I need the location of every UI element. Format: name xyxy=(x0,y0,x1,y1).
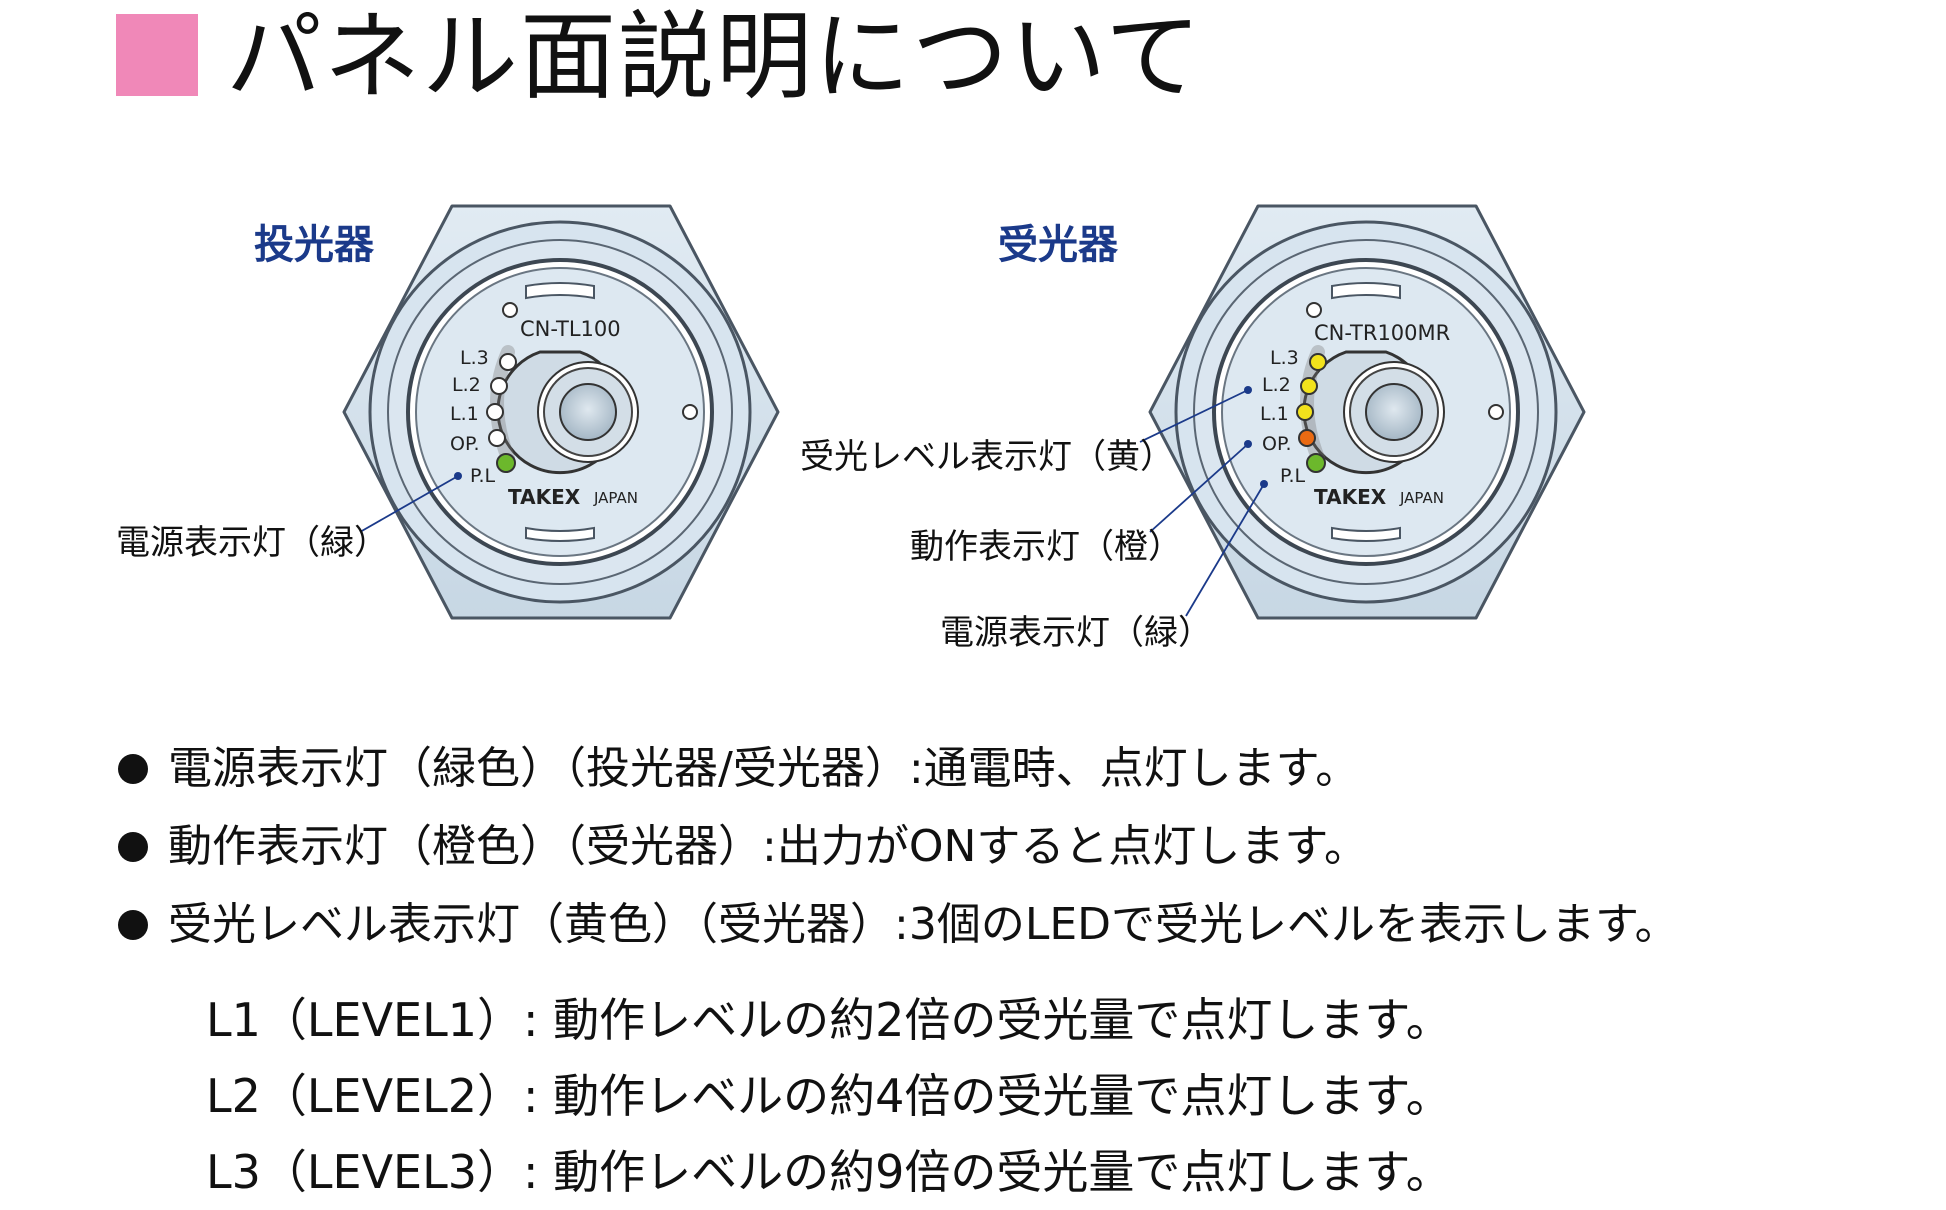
emitter-model-label: CN-TL100 xyxy=(520,317,621,341)
receiver-unit: 受光器 CN-TR100MR L.3 L.2 L.1 OP. P.L TAKEX… xyxy=(800,204,1586,653)
receiver-callout-op: 動作表示灯（橙） xyxy=(910,527,1182,567)
receiver-callout-line-level xyxy=(1139,389,1249,443)
receiver-led-label-l2: L.2 xyxy=(1262,374,1291,396)
bullet-text-level: 受光レベル表示灯（黄色）（受光器）:3個のLEDで受光レベルを表示します。 xyxy=(168,899,1679,950)
emitter-led-pl xyxy=(496,453,516,473)
receiver-led-label-l3: L.3 xyxy=(1270,347,1299,369)
receiver-callout-line-op xyxy=(1149,443,1249,533)
receiver-led-op xyxy=(1298,429,1316,447)
emitter-led-label-l2: L.2 xyxy=(452,374,481,396)
list-item: 受光レベル表示灯（黄色）（受光器）:3個のLEDで受光レベルを表示します。 xyxy=(118,886,1679,964)
emitter-heading: 投光器 xyxy=(254,222,375,268)
receiver-callout-line-power xyxy=(1185,483,1265,617)
emitter-led-label-pl: P.L xyxy=(470,465,496,487)
level-item-l1: L1（LEVEL1）: 動作レベルの約2倍の受光量で点灯します。 xyxy=(206,993,1452,1047)
receiver-brand: TAKEX xyxy=(1314,485,1387,509)
emitter-led-label-l1: L.1 xyxy=(450,403,479,425)
list-item: 動作表示灯（橙色）（受光器）:出力がONすると点灯します。 xyxy=(118,808,1679,886)
receiver-heading: 受光器 xyxy=(998,222,1119,268)
level-item-l3: L3（LEVEL3）: 動作レベルの約9倍の受光量で点灯します。 xyxy=(206,1145,1452,1199)
receiver-callout-level: 受光レベル表示灯（黄） xyxy=(800,437,1174,477)
receiver-led-label-pl: P.L xyxy=(1280,465,1306,487)
emitter-origin: JAPAN xyxy=(593,489,638,507)
receiver-led-label-op: OP. xyxy=(1262,433,1292,455)
receiver-led-pl xyxy=(1306,453,1326,473)
title-accent-square xyxy=(116,14,198,96)
receiver-model-label: CN-TR100MR xyxy=(1314,321,1450,345)
bullet-dot-icon xyxy=(118,832,148,862)
receiver-led-l1 xyxy=(1296,403,1314,421)
bullet-dot-icon xyxy=(118,754,148,784)
bullet-text-operation: 動作表示灯（橙色）（受光器）:出力がONすると点灯します。 xyxy=(168,821,1368,872)
list-item: 電源表示灯（緑色）（投光器/受光器）:通電時、点灯します。 xyxy=(118,730,1679,808)
emitter-callout-power: 電源表示灯（緑） xyxy=(116,523,388,563)
level-item-l2: L2（LEVEL2）: 動作レベルの約4倍の受光量で点灯します。 xyxy=(206,1069,1452,1123)
emitter-led-l2 xyxy=(490,377,508,395)
emitter-led-label-op: OP. xyxy=(450,433,480,455)
receiver-callout-power: 電源表示灯（緑） xyxy=(940,613,1212,653)
receiver-led-l3 xyxy=(1309,353,1327,371)
bullet-dot-icon xyxy=(118,910,148,940)
receiver-adjust-knob xyxy=(1302,350,1445,475)
page-title: パネル面説明について xyxy=(226,1,1204,113)
emitter-led-op xyxy=(488,429,506,447)
receiver-origin: JAPAN xyxy=(1399,489,1444,507)
panel-diagram: 投光器 CN-TL100 L.3 L.2 L.1 OP. P.L TAKEX J… xyxy=(116,204,1586,653)
receiver-led-l2 xyxy=(1300,377,1318,395)
emitter-led-l1 xyxy=(486,403,504,421)
bullet-text-power: 電源表示灯（緑色）（投光器/受光器）:通電時、点灯します。 xyxy=(168,743,1360,794)
emitter-led-l3 xyxy=(499,353,517,371)
emitter-led-label-l3: L.3 xyxy=(460,347,489,369)
emitter-brand: TAKEX xyxy=(508,485,581,509)
emitter-callout-line xyxy=(359,475,459,533)
level-description-list: L1（LEVEL1）: 動作レベルの約2倍の受光量で点灯します。 L2（LEVE… xyxy=(206,982,1452,1210)
emitter-adjust-knob xyxy=(496,350,639,475)
receiver-led-label-l1: L.1 xyxy=(1260,403,1289,425)
indicator-description-list: 電源表示灯（緑色）（投光器/受光器）:通電時、点灯します。 動作表示灯（橙色）（… xyxy=(118,730,1679,964)
emitter-unit: 投光器 CN-TL100 L.3 L.2 L.1 OP. P.L TAKEX J… xyxy=(116,204,780,620)
